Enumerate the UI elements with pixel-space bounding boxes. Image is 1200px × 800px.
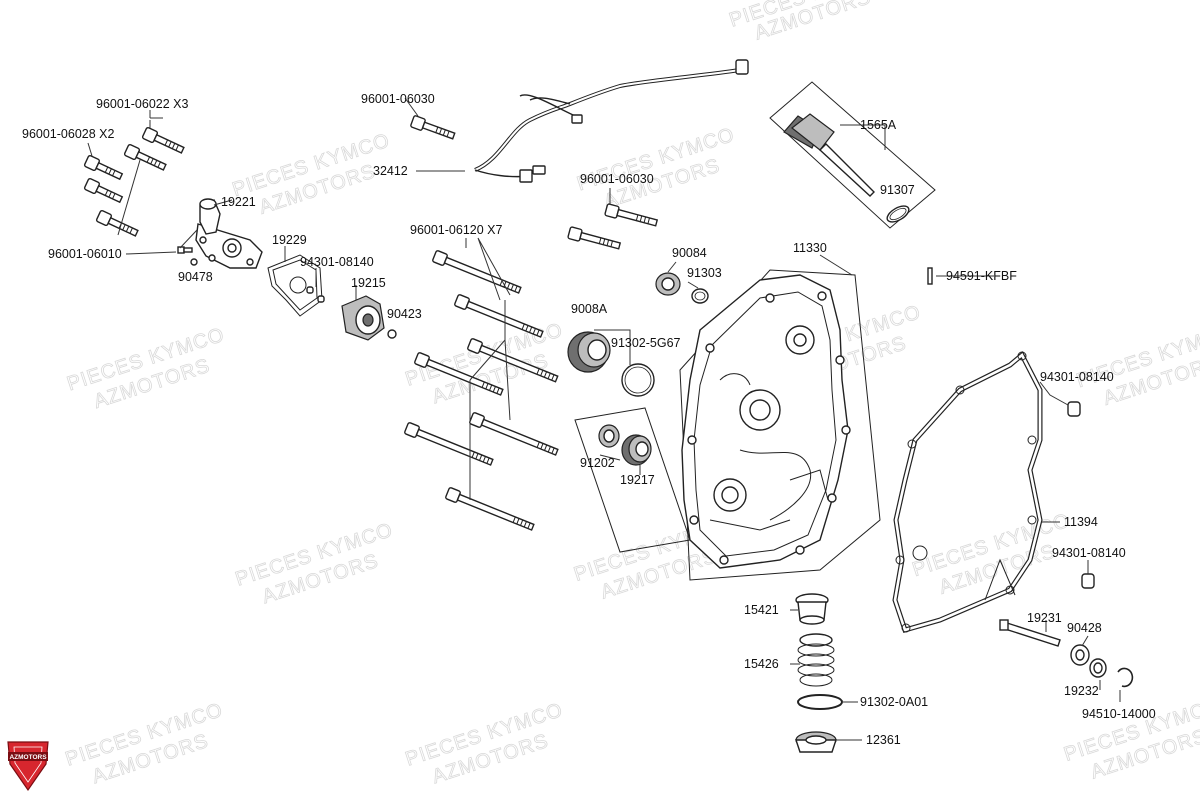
part-label: 91302-5G67 <box>611 336 681 350</box>
part-label: 94301-08140 <box>300 255 374 269</box>
small-screw <box>177 246 198 266</box>
part-label: 32412 <box>373 164 408 178</box>
part-label: 94301-08140 <box>1052 546 1126 560</box>
part-label: 91302-0A01 <box>860 695 928 709</box>
part-label: 96001-06030 <box>580 172 654 186</box>
part-label: 91307 <box>880 183 915 197</box>
bolt-group-left <box>83 110 185 237</box>
part-label: 90084 <box>672 246 707 260</box>
water-pump-gasket <box>267 254 323 317</box>
part-label: 11330 <box>793 241 827 255</box>
part-label: 11394 <box>1064 515 1098 529</box>
part-label: 90428 <box>1067 621 1102 635</box>
part-label: 94591-KFBF <box>946 269 1017 283</box>
part-label: 1565A <box>860 118 897 132</box>
part-label: 94510-14000 <box>1082 707 1156 721</box>
dipstick <box>769 81 936 229</box>
bearing-set <box>574 407 691 553</box>
bolt-pair <box>567 203 659 250</box>
leader-lines <box>125 97 1121 741</box>
part-label: 90478 <box>178 270 213 284</box>
water-pump-cover <box>195 198 263 269</box>
oil-seal-large <box>567 329 655 397</box>
part-labels: 96001-06022 X3 96001-06028 X2 96001-0601… <box>22 92 1156 747</box>
part-label: 96001-06030 <box>361 92 435 106</box>
cover-gasket <box>892 351 1043 634</box>
brand-logo: AZMOTORS <box>7 741 49 792</box>
part-label: 90423 <box>387 307 422 321</box>
part-label: 12361 <box>866 733 901 747</box>
part-label: 96001-06120 X7 <box>410 223 502 237</box>
part-label: 96001-06010 <box>48 247 122 261</box>
part-label: 15421 <box>744 603 779 617</box>
pin <box>927 267 933 285</box>
part-label: 9008A <box>571 302 608 316</box>
dowel-pin <box>306 286 325 303</box>
part-label: 94301-08140 <box>1040 370 1114 384</box>
long-bolt-group <box>404 237 559 531</box>
part-label: 19231 <box>1027 611 1062 625</box>
part-label: 91303 <box>687 266 722 280</box>
sensor-cable <box>474 59 749 183</box>
part-label: 19215 <box>351 276 386 290</box>
part-label: 19217 <box>620 473 655 487</box>
crankcase-cover <box>679 269 881 581</box>
bolt <box>410 115 456 140</box>
oil-filter-assembly <box>795 593 843 753</box>
pump-shaft <box>999 619 1134 688</box>
logo-text: AZMOTORS <box>9 754 47 761</box>
dowel-pin <box>1067 401 1095 589</box>
impeller <box>341 295 385 341</box>
part-label: 19221 <box>221 195 256 209</box>
part-label: 19232 <box>1064 684 1099 698</box>
oil-seal-small <box>655 272 709 304</box>
watermark-layer: PIECES KYMCO AZMOTORS PIECES KYMCO AZMOT… <box>62 0 1200 789</box>
part-label: 91202 <box>580 456 615 470</box>
part-label: 19229 <box>272 233 307 247</box>
washer <box>387 329 397 339</box>
part-label: 15426 <box>744 657 779 671</box>
part-label: 96001-06028 X2 <box>22 127 114 141</box>
part-label: 96001-06022 X3 <box>96 97 188 111</box>
